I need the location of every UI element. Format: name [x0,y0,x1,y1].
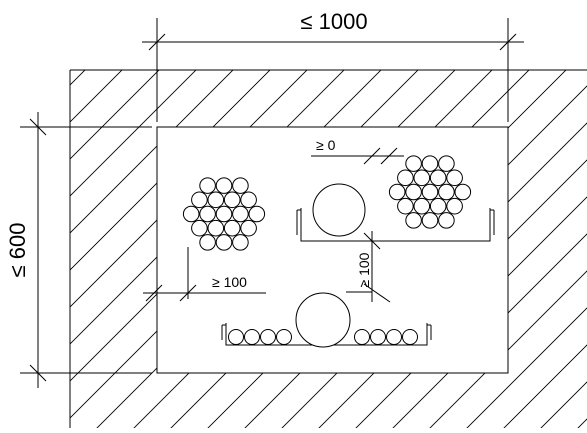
small-cable [438,212,455,229]
small-cable [207,191,225,209]
gap-left-dimension: ≥ 100 [143,247,266,302]
large-cable-bottom [295,292,351,348]
small-cable [402,329,418,345]
hatch-line [70,70,267,428]
small-cable [191,191,208,209]
hatch-line [70,70,341,428]
small-cable [370,329,386,345]
small-cable [199,205,216,223]
small-cable [354,329,370,345]
small-cable [182,205,200,223]
hatch-line [343,70,587,428]
small-cable [191,219,208,237]
cable-bundle-right [388,155,472,229]
small-cable [421,183,439,201]
hatch-line [454,70,587,428]
small-cable [388,183,406,201]
small-cable [421,155,439,172]
hatch-line [0,0,44,428]
small-cable [223,191,241,209]
small-cable [244,329,260,345]
hatch-line [70,70,82,428]
cable-bundle-left [182,177,266,251]
small-cable [215,234,233,251]
small-cable [405,183,422,201]
small-cable [429,197,447,215]
hatch-line [70,70,193,428]
gap-top-label: ≥ 0 [316,137,336,153]
gap-left-label: ≥ 100 [212,274,247,290]
hatch-line [70,70,230,428]
gap-top-dimension: ≥ 0 [311,137,404,165]
small-cable [207,219,225,237]
hatch-line [565,70,587,428]
small-cable [397,197,414,215]
small-cable [228,329,244,345]
gap-vertical-label: ≥ 100 [356,252,372,287]
wall-opening [156,126,509,374]
small-cable [240,219,257,237]
bottom-small-cables [228,329,418,345]
small-cable [248,205,266,223]
height-dimension-label: ≤ 600 [5,223,30,278]
small-cable [260,329,276,345]
hatch-line [70,70,156,428]
large-cable-middle [312,183,366,237]
small-cable [405,155,422,172]
hatch-line [528,70,587,428]
hatch-line [70,70,119,428]
small-cable [223,219,241,237]
small-cable [215,205,233,223]
small-cable [446,169,463,187]
small-cable [413,197,431,215]
small-cable [240,191,257,209]
hatch-line [84,70,526,428]
gap-vertical-dimension: ≥ 100 [346,231,391,303]
small-cable [386,329,402,345]
small-cable [438,155,455,172]
small-cable [454,183,472,201]
small-cable [199,234,216,251]
small-cable [405,212,422,229]
hatch-line [491,70,587,428]
small-cable [438,183,455,201]
cable-tray-bottom [221,292,432,348]
small-cable [429,169,447,187]
cable-tray-middle [296,183,495,242]
small-cable [397,169,414,187]
small-cable [232,177,249,194]
small-cable [421,212,439,229]
small-cable [232,205,249,223]
small-cable [232,234,249,251]
small-cable [276,329,292,345]
small-cable [446,197,463,215]
hatch-line [70,70,304,428]
small-cable [215,177,233,194]
width-dimension-label: ≤ 1000 [300,9,367,34]
small-cable [199,177,216,194]
height-dimension: ≤ 600 [5,112,152,388]
small-cable [413,169,431,187]
width-dimension: ≤ 1000 [142,9,524,122]
hatch-line [0,0,7,428]
